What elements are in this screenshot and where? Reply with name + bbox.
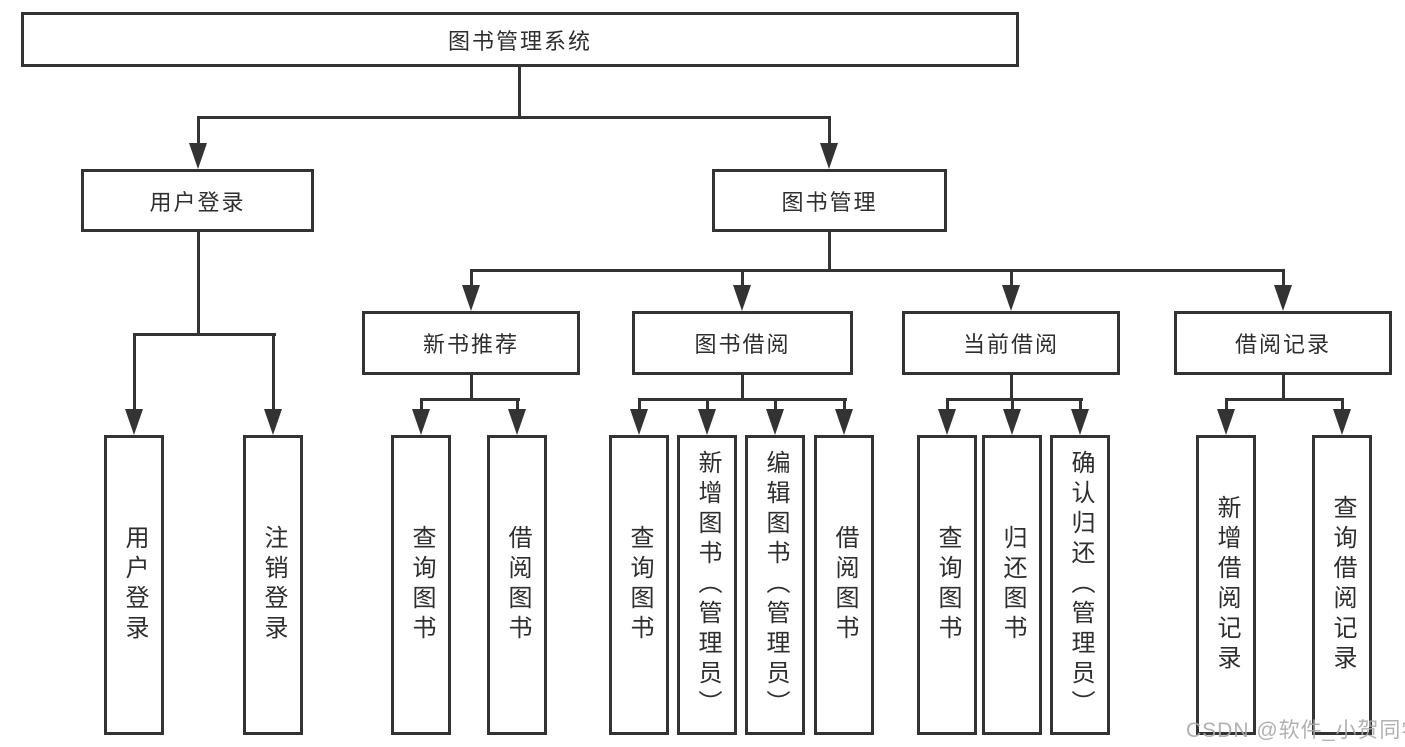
- connector-line: [946, 398, 949, 411]
- node-current-borrowing: 当前借阅: [902, 311, 1120, 375]
- arrowhead: [630, 409, 648, 435]
- connector-line: [774, 398, 777, 411]
- arrowhead: [462, 285, 480, 311]
- connector-line: [706, 398, 709, 411]
- arrowhead: [412, 409, 430, 435]
- arrowhead: [1002, 285, 1020, 311]
- csdn-watermark: CSDN @软件_小贺同学: [1186, 719, 1405, 742]
- arrowhead: [1217, 409, 1235, 435]
- connector-line: [1341, 398, 1344, 411]
- leaf-current-query-books: 查询图书: [917, 435, 977, 735]
- node-new-book-recommend: 新书推荐: [362, 311, 580, 375]
- leaf-records-add-borrow-record: 新增借阅记录: [1196, 435, 1256, 735]
- arrowhead: [938, 409, 956, 435]
- connector-line: [470, 269, 473, 286]
- leaf-records-query-borrow-record: 查询借阅记录: [1312, 435, 1372, 735]
- connector-line: [420, 398, 423, 411]
- leaf-borrow-add-books-admin: 新增图书（管理员）: [677, 435, 737, 735]
- arrowhead: [835, 409, 853, 435]
- connector-line: [946, 398, 1083, 401]
- connector-line: [741, 269, 744, 286]
- connector-line: [197, 116, 831, 119]
- arrowhead: [1333, 409, 1351, 435]
- leaf-current-confirm-return-admin: 确认归还（管理员）: [1050, 435, 1110, 735]
- connector-line: [470, 269, 1285, 272]
- leaf-borrow-borrow-books: 借阅图书: [814, 435, 874, 735]
- arrowhead: [766, 409, 784, 435]
- arrowhead: [264, 409, 282, 435]
- node-book-management: 图书管理: [712, 169, 947, 232]
- arrowhead: [1003, 409, 1021, 435]
- connector-line: [420, 398, 520, 401]
- arrowhead: [698, 409, 716, 435]
- node-book-borrowing: 图书借阅: [632, 311, 853, 375]
- connector-line: [1225, 398, 1344, 401]
- arrowhead: [189, 143, 207, 169]
- connector-line: [518, 67, 521, 118]
- connector-line: [1282, 375, 1285, 401]
- connector-line: [828, 116, 831, 144]
- connector-line: [133, 333, 136, 411]
- arrowhead: [733, 285, 751, 311]
- node-user-login: 用户登录: [81, 169, 314, 232]
- connector-line: [1225, 398, 1228, 411]
- leaf-recommend-query-books: 查询图书: [391, 435, 451, 735]
- connector-line: [1010, 269, 1013, 286]
- leaf-borrow-query-books: 查询图书: [609, 435, 669, 735]
- connector-line: [741, 375, 744, 401]
- leaf-recommend-borrow-books: 借阅图书: [487, 435, 547, 735]
- arrowhead: [508, 409, 526, 435]
- arrowhead: [820, 143, 838, 169]
- arrowhead: [125, 409, 143, 435]
- connector-line: [638, 398, 641, 411]
- connector-line: [1079, 398, 1082, 411]
- connector-line: [1282, 269, 1285, 286]
- connector-line: [843, 398, 846, 411]
- connector-line: [828, 232, 831, 272]
- arrowhead: [1274, 285, 1292, 311]
- connector-line: [516, 398, 519, 411]
- connector-line: [272, 333, 275, 411]
- connector-line: [197, 116, 200, 144]
- leaf-logout: 注销登录: [243, 435, 303, 735]
- node-borrowing-records: 借阅记录: [1174, 311, 1392, 375]
- connector-line: [1010, 375, 1013, 401]
- node-root-library-management-system: 图书管理系统: [21, 12, 1019, 67]
- connector-line: [470, 375, 473, 401]
- connector-line: [638, 398, 847, 401]
- connector-line: [197, 232, 200, 336]
- leaf-borrow-edit-books-admin: 编辑图书（管理员）: [745, 435, 805, 735]
- arrowhead: [1071, 409, 1089, 435]
- leaf-current-return-books: 归还图书: [982, 435, 1042, 735]
- connector-line: [1011, 398, 1014, 411]
- leaf-user-login: 用户登录: [104, 435, 164, 735]
- connector-line: [133, 333, 276, 336]
